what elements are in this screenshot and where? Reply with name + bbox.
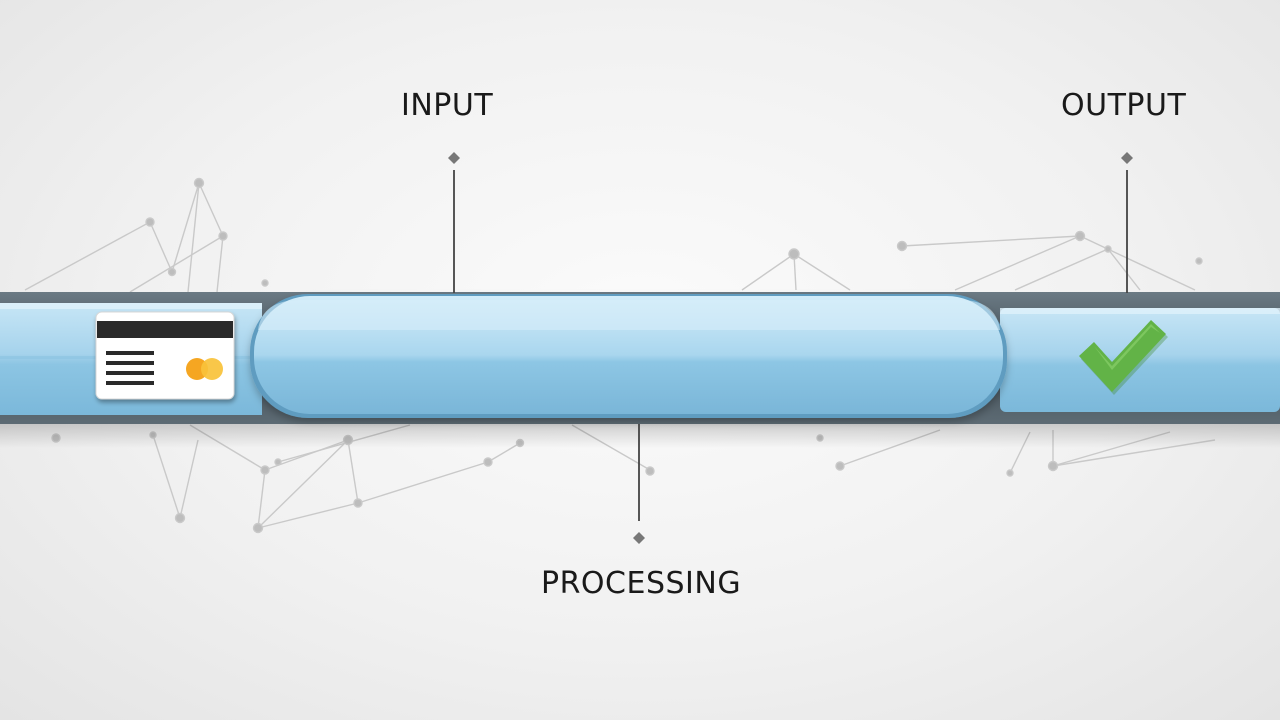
- checkmark-icon: [1079, 320, 1168, 395]
- pipeline-shadow: [0, 422, 1280, 448]
- processing-connector: [633, 424, 645, 544]
- output-stage-label: OUTPUT: [1061, 88, 1187, 123]
- input-connector: [448, 152, 460, 293]
- output-connector: [1121, 152, 1133, 293]
- processing-stage-label: PROCESSING: [541, 566, 742, 601]
- credit-card-icon: [95, 311, 235, 400]
- processing-capsule: [250, 294, 1007, 418]
- input-stage-label: INPUT: [401, 88, 494, 123]
